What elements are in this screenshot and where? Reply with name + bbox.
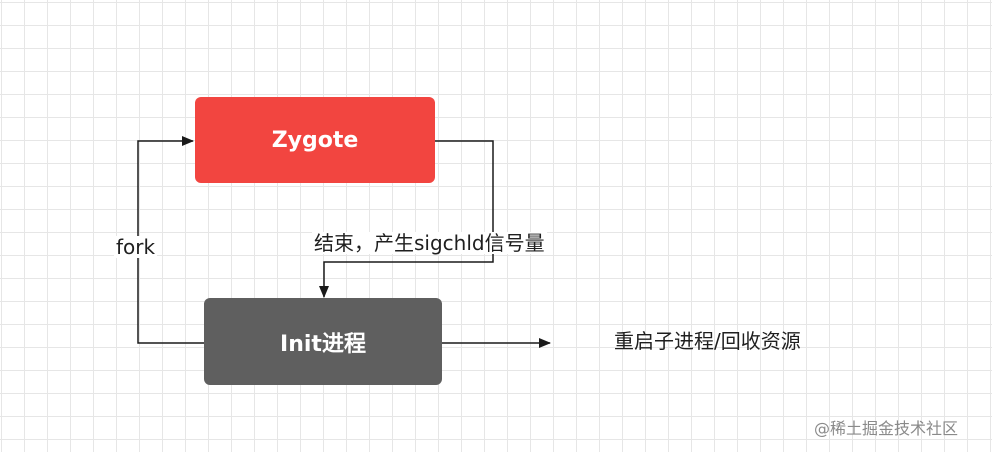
sigchld-arrow	[319, 140, 494, 298]
sigchld-edge-label: 结束，产生sigchld信号量	[312, 231, 547, 255]
zygote-node: Zygote	[195, 97, 435, 183]
zygote-node-label: Zygote	[271, 127, 359, 153]
fork-edge-label: fork	[114, 235, 158, 259]
init-process-node: Init进程	[204, 298, 442, 385]
restart-reclaim-label: 重启子进程/回收资源	[614, 329, 801, 353]
init-process-node-label: Init进程	[280, 331, 366, 357]
watermark: @稀土掘金技术社区	[814, 419, 959, 438]
